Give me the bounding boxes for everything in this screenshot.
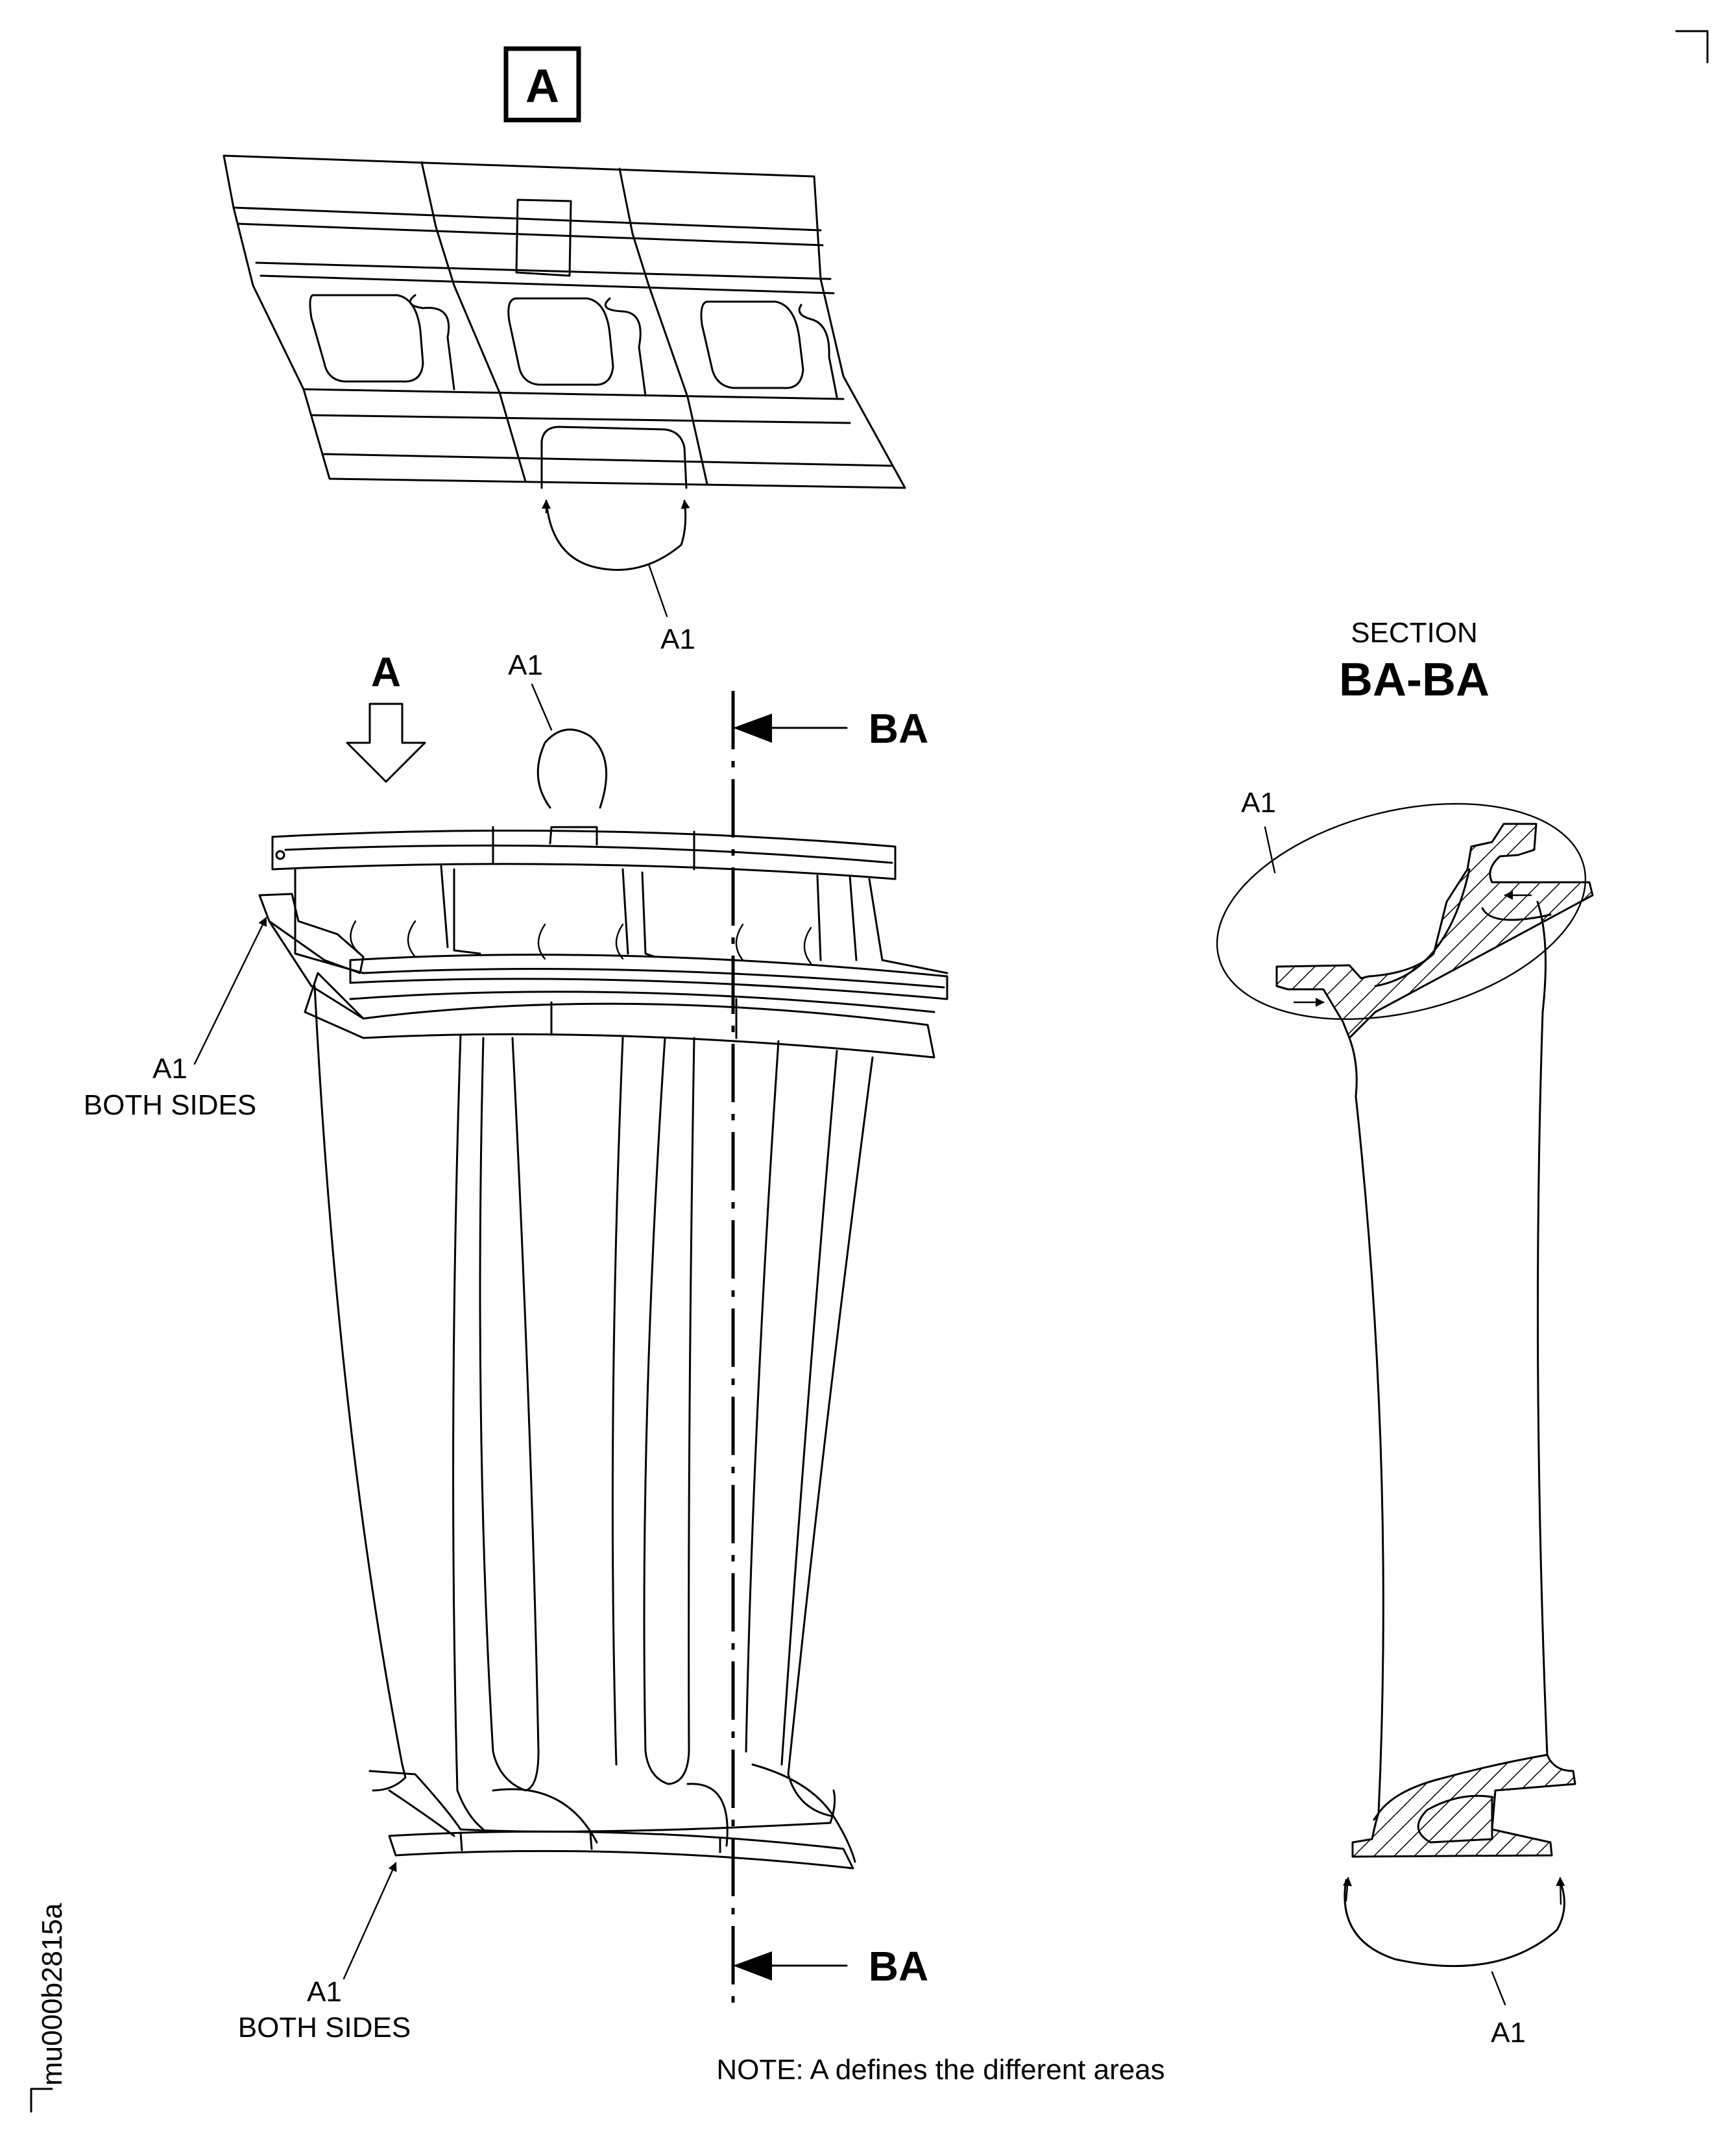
view-a-box (503, 46, 581, 123)
lower-platform (368, 1770, 836, 1833)
view-arrow-label: A (371, 649, 401, 695)
view-a-lug (540, 426, 688, 489)
left-flange-label: A1 (152, 1053, 187, 1085)
bottom-flange-label: A1 (307, 1976, 342, 2008)
section-bottom-flange (1351, 1753, 1576, 1858)
window-1 (309, 294, 424, 383)
section-blade (1348, 1037, 1384, 1821)
top-area-label: A1 (508, 649, 543, 681)
section-top-hook (1275, 823, 1594, 1039)
section-top-area-label: A1 (1241, 787, 1276, 819)
note-text: NOTE: A defines the different areas (716, 2054, 1164, 2086)
view-a: A A1 (223, 46, 906, 655)
vane-airfoil (313, 985, 407, 1792)
window-2 (507, 297, 614, 386)
view-a-box-label: A (525, 60, 559, 112)
figure-id: mu000b2815a (36, 1903, 68, 2086)
section-bottom-area-label: A1 (1491, 2017, 1526, 2049)
corner-mark (1675, 30, 1709, 64)
window-3 (700, 300, 804, 389)
section-heading: SECTION (1351, 617, 1478, 649)
view-direction-arrow (346, 703, 426, 783)
section-top-area-boundary (1216, 802, 1587, 1020)
cut-bottom-label: BA (869, 1943, 928, 1990)
section-name: BA-BA (1339, 654, 1489, 706)
view-a-area-label: A1 (660, 623, 695, 655)
figure-id-bracket (30, 2088, 53, 2113)
main-view: A A1 (84, 649, 948, 2043)
section-view: SECTION BA-BA A1 A1 (1216, 617, 1594, 2049)
view-a-outline (223, 154, 906, 489)
bottom-flange-note: BOTH SIDES (238, 2012, 411, 2043)
top-platform (271, 829, 897, 880)
left-flange-note: BOTH SIDES (84, 1089, 257, 1121)
bottom-rim (388, 1830, 854, 1870)
cut-top-label: BA (869, 705, 928, 752)
inner-platform (304, 972, 935, 1059)
